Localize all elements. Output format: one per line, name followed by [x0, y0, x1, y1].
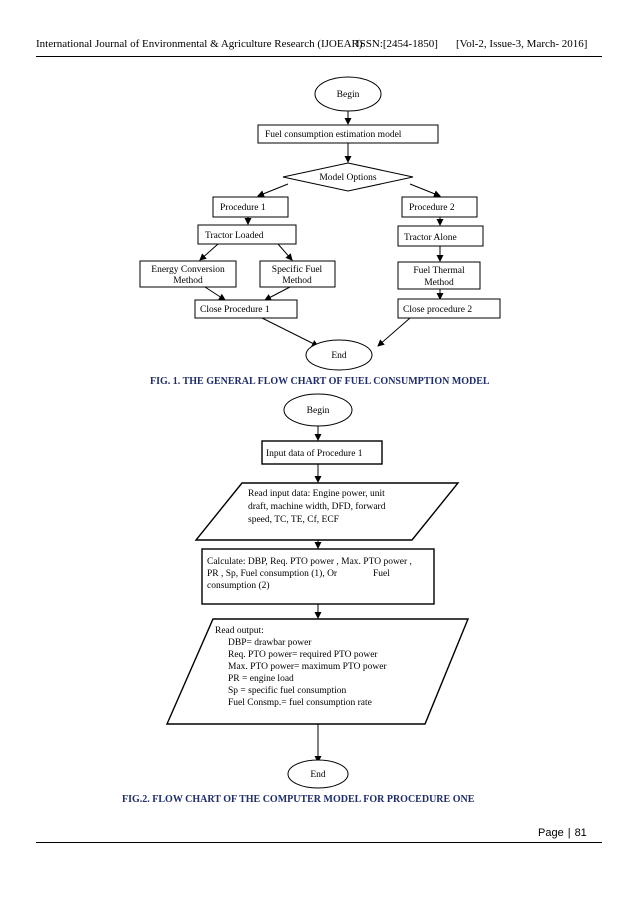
f1-arrow-loaded-specific: [277, 243, 293, 261]
f1-energy-conversion-l1: Energy Conversion: [151, 265, 225, 275]
f2-calculate-box: [201, 548, 435, 605]
f1-options-label: Model Options: [319, 173, 377, 183]
f2-read-input-l2: draft, machine width, DFD, forward: [248, 501, 386, 512]
f2-read-input-l1: Read input data: Engine power, unit: [248, 489, 385, 499]
f1-model-label: Fuel consumption estimation model: [265, 130, 402, 140]
header-rule: [36, 56, 602, 57]
f1-arrow-options-p2: [409, 183, 441, 198]
journal-title: International Journal of Environmental &…: [36, 38, 363, 50]
f1-close2-box: [397, 298, 501, 319]
f2-output-l6: Sp = specific fuel consumption: [228, 685, 347, 696]
f2-output-l1: Read output:: [215, 626, 264, 636]
f1-specific-fuel-box: [259, 260, 336, 288]
f1-model-box: [257, 124, 439, 144]
f2-begin-label: Begin: [307, 406, 330, 416]
f2-end-oval: [287, 759, 349, 789]
f1-arrow-close1-end: [261, 317, 319, 347]
figure2-caption: FIG.2. FLOW CHART OF THE COMPUTER MODEL …: [122, 794, 475, 805]
figure1-caption: FIG. 1. THE GENERAL FLOW CHART OF FUEL C…: [150, 376, 490, 387]
f1-tractor-loaded-label: Tractor Loaded: [205, 231, 264, 241]
page-label: Page: [538, 827, 564, 839]
f2-read-output-parallelogram: [165, 618, 470, 725]
f2-output-l4: Max. PTO power= maximum PTO power: [228, 662, 387, 672]
f2-calc-l2: PR , Sp, Fuel consumption (1), Or: [207, 568, 338, 579]
f1-fuel-thermal-l2: Method: [424, 278, 454, 288]
f1-end-label: End: [331, 351, 347, 361]
f1-fuel-thermal-l1: Fuel Thermal: [413, 266, 465, 276]
f2-calc-l3: consumption (2): [207, 580, 270, 591]
f1-procedure1-label: Procedure 1: [220, 203, 266, 213]
f1-tractor-loaded-box: [197, 224, 297, 245]
f1-fuel-thermal-box: [397, 261, 481, 290]
f1-energy-conversion-box: [139, 260, 237, 288]
f1-tractor-alone-label: Tractor Alone: [404, 233, 457, 243]
f1-arrow-energy-close1: [204, 286, 226, 301]
f1-specific-fuel-l1: Specific Fuel: [272, 264, 323, 275]
f2-end-label: End: [310, 770, 326, 780]
page-separator: |: [567, 827, 571, 839]
f2-input-box: [261, 440, 383, 465]
f1-close1-label: Close Procedure 1: [200, 305, 270, 315]
footer-rule: [36, 842, 602, 843]
page-number: Page|81: [538, 827, 587, 839]
f1-specific-fuel-l2: Method: [282, 276, 312, 286]
journal-issn: ISSN:[2454-1850]: [356, 38, 438, 50]
f1-close2-label: Close procedure 2: [403, 305, 472, 315]
f2-read-input-parallelogram: [194, 482, 460, 541]
f2-begin-oval: [283, 393, 353, 427]
f1-procedure1-box: [212, 196, 289, 218]
f1-begin-oval: [314, 76, 382, 112]
f1-energy-conversion-l2: Method: [173, 276, 203, 286]
f1-arrow-specific-close1: [264, 286, 291, 301]
journal-volume: [Vol-2, Issue-3, March- 2016]: [456, 38, 588, 50]
figure2-flowchart: Begin Input data of Procedure 1 Read inp…: [165, 393, 470, 789]
f1-close1-box: [194, 299, 298, 319]
f2-output-l5: PR = engine load: [228, 674, 294, 684]
f1-begin-label: Begin: [337, 90, 360, 100]
f2-output-l2: DBP= drawbar power: [228, 638, 312, 648]
f1-tractor-alone-box: [397, 225, 484, 247]
f1-arrow-options-p1: [257, 183, 289, 198]
f1-arrow-loaded-energy: [199, 243, 219, 261]
f2-calc-l1: Calculate: DBP, Req. PTO power , Max. PT…: [207, 557, 412, 567]
f2-output-l7: Fuel Consmp.= fuel consumption rate: [228, 697, 372, 708]
page-value: 81: [574, 827, 587, 839]
figure1-flowchart: Begin Fuel consumption estimation model …: [139, 76, 501, 371]
f2-calc-l2b: Fuel: [373, 569, 390, 579]
f2-read-input-l3: speed, TC, TE, Cf, ECF: [248, 514, 339, 525]
f2-input-label: Input data of Procedure 1: [266, 448, 363, 459]
f1-procedure2-box: [401, 196, 478, 218]
f1-procedure2-label: Procedure 2: [409, 203, 455, 213]
f2-output-l3: Req. PTO power= required PTO power: [228, 650, 378, 660]
f1-options-diamond: [282, 162, 414, 192]
f1-end-oval: [305, 339, 373, 371]
f1-arrow-close2-end: [377, 317, 411, 347]
